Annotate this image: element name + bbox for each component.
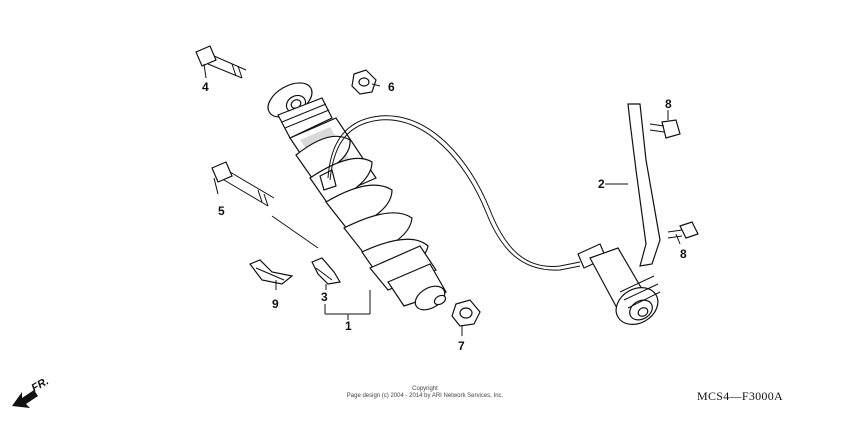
callout-6: 6 [388,80,395,94]
clip-9 [249,259,294,285]
callout-8-upper: 8 [665,97,672,111]
callout-7: 7 [458,339,465,353]
shock-absorber-assembly [267,82,447,311]
nut-6 [351,69,377,95]
callout-8-lower: 8 [680,247,687,261]
callout-1: 1 [345,319,352,333]
leader-lines [203,63,681,336]
copyright-notice: Copyright Page design (c) 2004 - 2014 by… [300,386,550,400]
clip-3 [311,257,341,285]
callout-3: 3 [321,290,328,304]
callout-9: 9 [272,297,279,311]
callout-4: 4 [202,80,209,94]
screw-8-lower [667,221,699,239]
adjuster-mounting-bracket [627,103,661,267]
bolt-4 [195,45,247,79]
copyright-title: Copyright [412,386,438,392]
copyright-text: Page design (c) 2004 - 2014 by ARI Netwo… [346,393,504,399]
preload-adjuster-hose [327,115,581,267]
callout-5: 5 [218,204,225,218]
front-arrow-icon [12,390,38,408]
nut-7 [451,299,481,327]
diagram-code: MCS4—F3000A [697,389,783,403]
screw-8-upper [649,119,681,139]
bolt-5 [211,161,275,207]
front-label: FR. [30,375,51,394]
shock-spring [295,135,429,279]
preload-adjuster-knob [577,243,661,325]
callout-2: 2 [598,177,605,191]
front-direction-indicator: FR. [12,375,51,408]
